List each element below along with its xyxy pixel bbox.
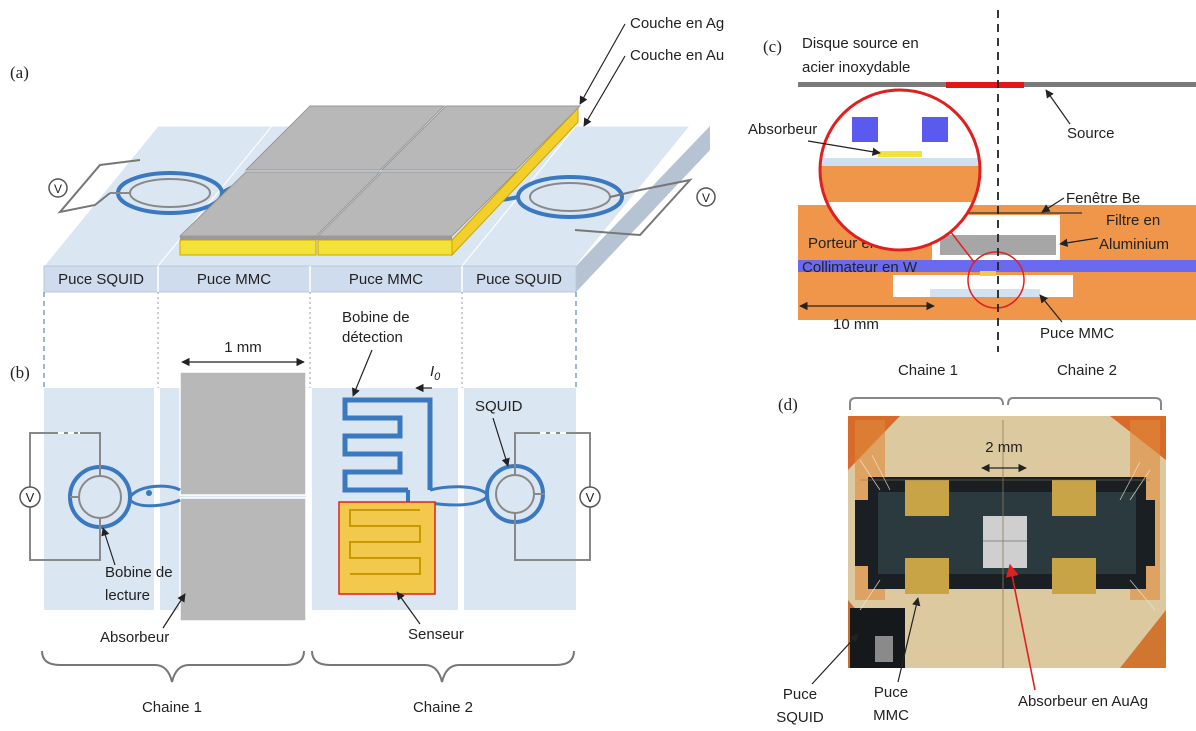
label-current: I0 [430,363,441,383]
panel-d: (d) Chaine 1 Chaine 2 [776,362,1166,726]
zoom-source-circle [967,251,1025,309]
w-collimator [798,260,1196,272]
label-readout-coil-1: Bobine de [105,564,173,581]
label-chain2-d: Chaine 2 [1057,362,1117,379]
voltmeter-right-a-label: V [702,191,710,205]
label-mmc-chip-c: Puce MMC [1040,325,1114,342]
substrate-side [576,126,710,292]
brace-chain1-d [849,397,1004,410]
label-filter-1: Filtre en [1106,212,1160,229]
voltmeter-right-a [696,187,716,207]
label-au-layer: Couche en Au [630,47,724,64]
brace-chain1 [41,650,305,683]
chip-label-squid-1: Puce SQUID [58,271,144,288]
scale-1mm: 1 mm [224,339,262,356]
label-ag-layer: Couche en Ag [630,15,724,32]
right-squid-circuit: V [494,175,716,237]
absorber-tile-3 [244,105,446,171]
voltmeter-left-a [48,178,68,198]
label-chain1-b: Chaine 1 [142,699,202,716]
panel-d-tag: (d) [778,395,798,414]
panel-a-tag: (a) [10,63,29,82]
label-squid: SQUID [475,398,523,415]
scale-10mm: 10 mm [833,316,879,333]
label-chain1-d: Chaine 1 [898,362,958,379]
source [946,82,1024,88]
label-detection-coil-2: détection [342,329,403,346]
chip-label-mmc-2: Puce MMC [349,271,423,288]
panel-c-tag: (c) [763,37,782,56]
panel-b: (b) 1 mm V [10,309,601,716]
connectors-ab [43,292,577,388]
sensor [338,501,436,595]
filter-aluminium [940,235,1056,255]
panel-b-tag: (b) [10,363,30,382]
label-source-disk-1: Disque source en [802,35,919,52]
chip-label-squid-2: Puce SQUID [476,271,562,288]
squid-chip-left [44,388,154,610]
voltmeter-left-b [19,486,41,508]
label-mmc-chip-d-2: MMC [873,707,909,724]
absorber-tile-4 [380,105,582,171]
absorber-block [178,105,582,257]
squid-right-b: V [429,432,601,561]
label-absorber-c: Absorbeur [748,121,817,138]
panel-a: (a) Puce SQUID Puce MMC Puce MMC Puce SQ… [10,15,724,293]
label-chain2-b: Chaine 2 [413,699,473,716]
brace-chain2-d [1007,397,1162,410]
squid-chip-right [464,388,576,610]
label-mmc-chip-d-1: Puce [874,684,908,701]
absorber-top [179,371,307,496]
zoom-inset [818,88,982,252]
label-filter-2: Aluminium [1099,236,1169,253]
label-squid-chip-d-2: SQUID [776,709,824,726]
scale-2mm: 2 mm [985,439,1023,456]
absorber-tile-1 [178,171,382,237]
label-source: Source [1067,125,1115,142]
voltmeter-right-b-label: V [586,490,595,505]
label-w-collimator: Collimateur en W [802,259,918,276]
label-sensor: Senseur [408,626,464,643]
absorber-tile-2 [316,171,518,237]
voltmeter-right-b [579,486,601,508]
voltmeter-left-a-label: V [54,182,62,196]
chip-label-mmc-1: Puce MMC [197,271,271,288]
label-readout-coil-2: lecture [105,587,150,604]
label-source-disk-2: acier inoxydable [802,59,910,76]
voltmeter-left-b-label: V [26,490,35,505]
label-detection-coil-1: Bobine de [342,309,410,326]
brace-chain2 [311,650,575,683]
label-be-window: Fenêtre Be [1066,190,1140,207]
label-squid-chip-d-1: Puce [783,686,817,703]
label-absorber-b: Absorbeur [100,629,169,646]
panel-c: (c) Disque source en acier inoxydable So… [748,10,1196,352]
squid-left-b: V [19,432,181,561]
absorber-bottom [179,497,307,622]
label-absorber-auag: Absorbeur en AuAg [1018,693,1148,710]
